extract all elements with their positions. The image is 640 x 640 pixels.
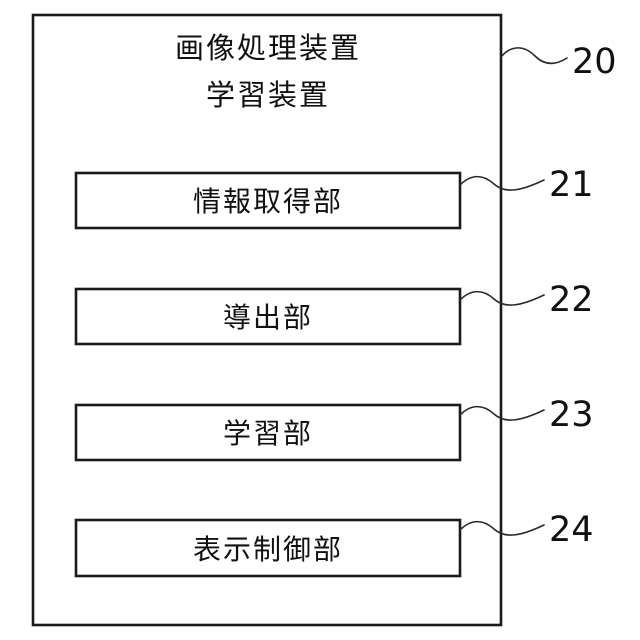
- block-box-information-acquisition: [74, 171, 462, 230]
- block-label-display-control: 表示制御部: [193, 533, 343, 566]
- leader-squiggle-23: [459, 405, 545, 421]
- block-box-learning: [74, 403, 462, 462]
- ref-number-21: 21: [549, 165, 594, 205]
- leader-squiggle-21: [459, 175, 545, 191]
- leader-squiggle-20: [500, 47, 568, 65]
- block-box-display-control: [74, 518, 462, 578]
- block-label-information-acquisition: 情報取得部: [193, 185, 343, 218]
- ref-number-20: 20: [572, 42, 617, 82]
- leader-squiggle-22: [459, 290, 545, 306]
- device-title-line1: 画像処理装置: [175, 31, 361, 65]
- block-box-derivation: [74, 287, 462, 346]
- ref-number-23: 23: [549, 395, 594, 435]
- leader-squiggle-24: [459, 520, 545, 536]
- device-title-line2: 学習装置: [206, 78, 330, 112]
- ref-number-22: 22: [549, 280, 594, 320]
- ref-number-24: 24: [549, 510, 594, 550]
- block-label-derivation: 導出部: [223, 301, 313, 334]
- block-label-learning: 学習部: [223, 417, 313, 450]
